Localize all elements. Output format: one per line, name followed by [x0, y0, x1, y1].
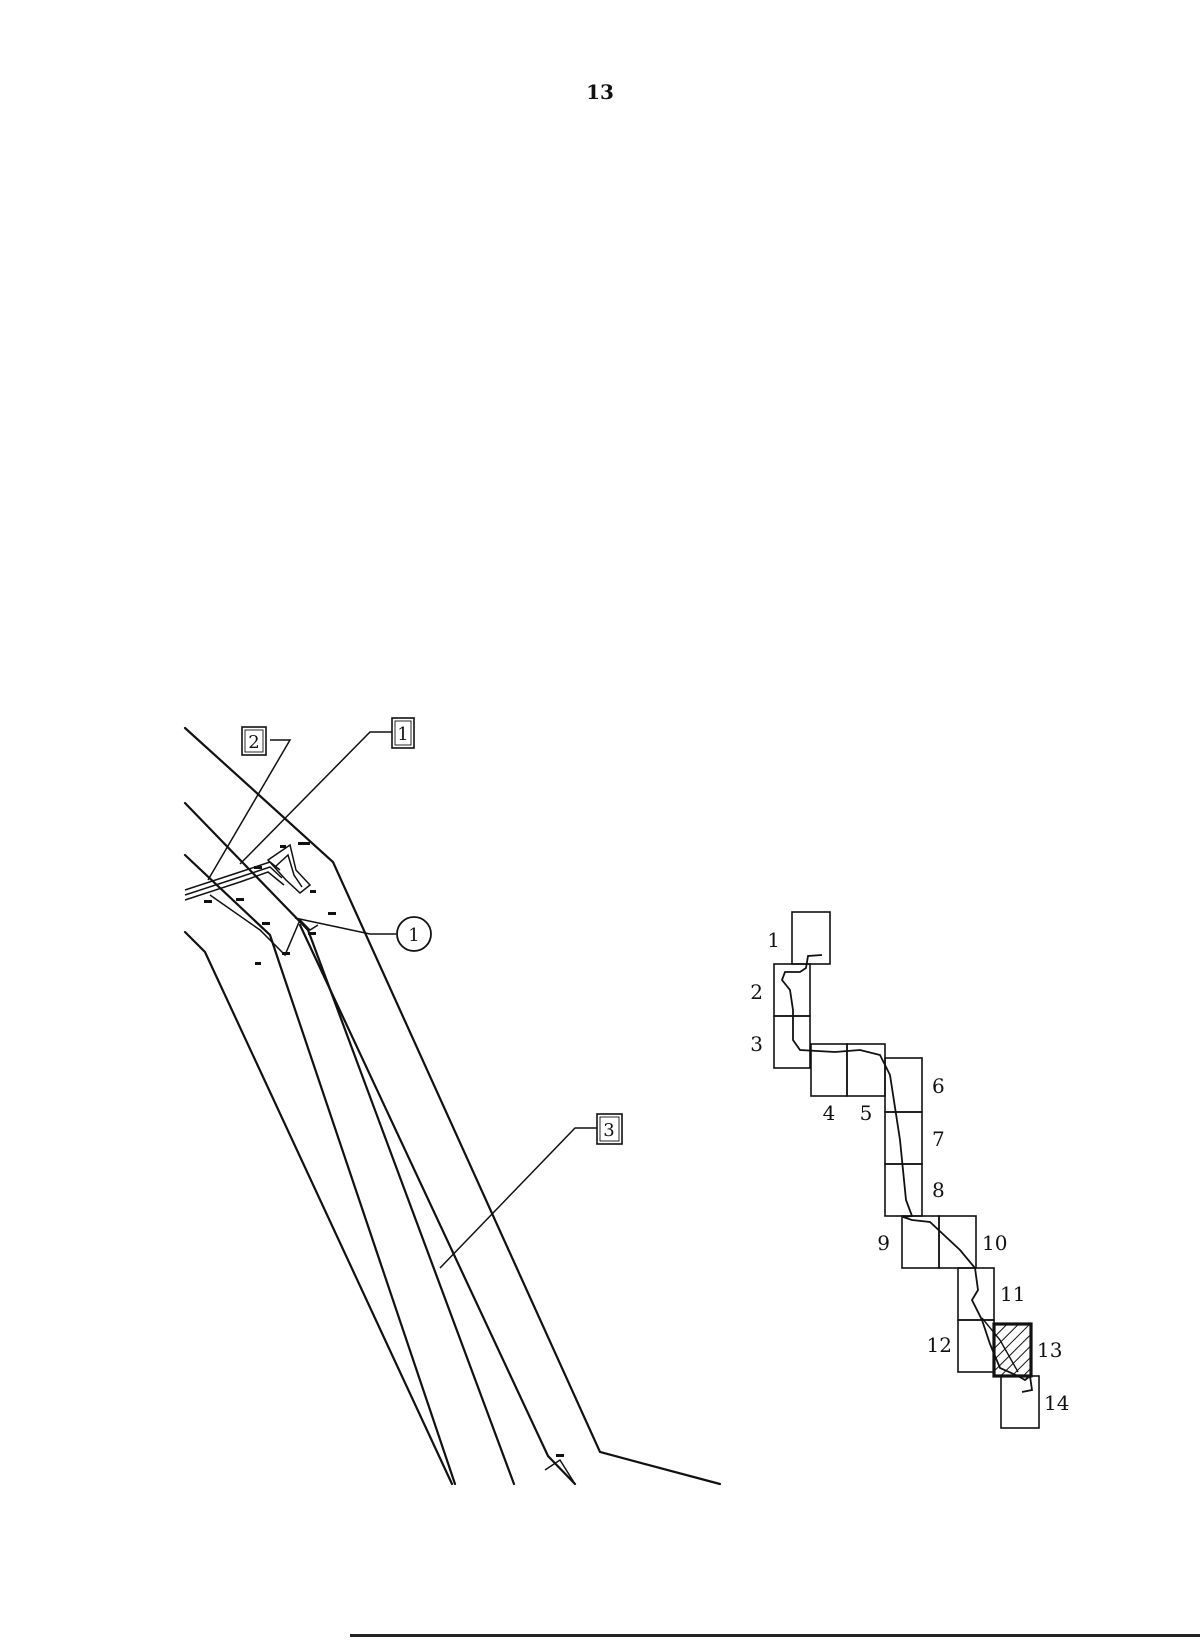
pipe-line-c — [184, 871, 285, 901]
key-map-label-10: 10 — [982, 1231, 1007, 1255]
key-map-label-9: 9 — [877, 1231, 890, 1255]
key-map-sheet-7 — [884, 1111, 923, 1165]
bottom-page-rule — [350, 1634, 1200, 1637]
road-lane-edge — [183, 853, 457, 1486]
road-outer-left-edge — [183, 930, 454, 1486]
key-map-label-3: 3 — [750, 1032, 763, 1056]
key-map-sheet-12 — [957, 1319, 995, 1373]
key-map-sheet-6 — [884, 1057, 923, 1113]
key-map-label-8: 8 — [932, 1178, 945, 1202]
key-map-sheet-14 — [1000, 1375, 1040, 1429]
junction-detail — [266, 843, 312, 894]
survey-mark-bottom — [544, 1458, 576, 1485]
callout-circle-1-label: 1 — [408, 925, 419, 946]
callout-box-3-label: 3 — [603, 1120, 614, 1141]
key-map-sheet-1 — [791, 911, 831, 965]
survey-annotations — [204, 842, 564, 1457]
callout-leaders — [207, 731, 597, 1269]
callout-box-1-label: 1 — [397, 724, 408, 745]
callout-box-2-label: 2 — [248, 732, 259, 753]
callout-box-1: 1 — [391, 717, 415, 749]
callout-box-2: 2 — [241, 726, 267, 756]
key-map-label-11: 11 — [1000, 1282, 1025, 1306]
key-map-label-12: 12 — [927, 1333, 952, 1357]
road-centerline — [183, 801, 516, 1486]
road-edge-inner — [298, 923, 577, 1486]
plot-boundary — [209, 894, 319, 957]
callout-circle-1: 1 — [396, 916, 432, 952]
key-map-label-6: 6 — [932, 1074, 945, 1098]
key-map-sheet-9 — [901, 1215, 940, 1269]
key-map-label-1: 1 — [767, 928, 780, 952]
key-map-label-5: 5 — [860, 1101, 873, 1125]
key-map-route-line — [780, 954, 1034, 1393]
road-outer-right-edge — [183, 726, 722, 1486]
callout-box-3: 3 — [596, 1113, 623, 1145]
key-map-sheet-3 — [773, 1015, 811, 1069]
key-map-label-7: 7 — [932, 1127, 945, 1151]
page-number: 13 — [586, 80, 614, 104]
pipe-line-b — [184, 866, 283, 896]
junction-detail-inner — [275, 853, 303, 888]
key-map-label-14: 14 — [1044, 1391, 1069, 1415]
key-map-label-2: 2 — [750, 980, 763, 1004]
key-map-label-4: 4 — [823, 1101, 836, 1125]
key-map-sheet-10 — [938, 1215, 977, 1269]
key-map-label-13: 13 — [1037, 1338, 1062, 1362]
